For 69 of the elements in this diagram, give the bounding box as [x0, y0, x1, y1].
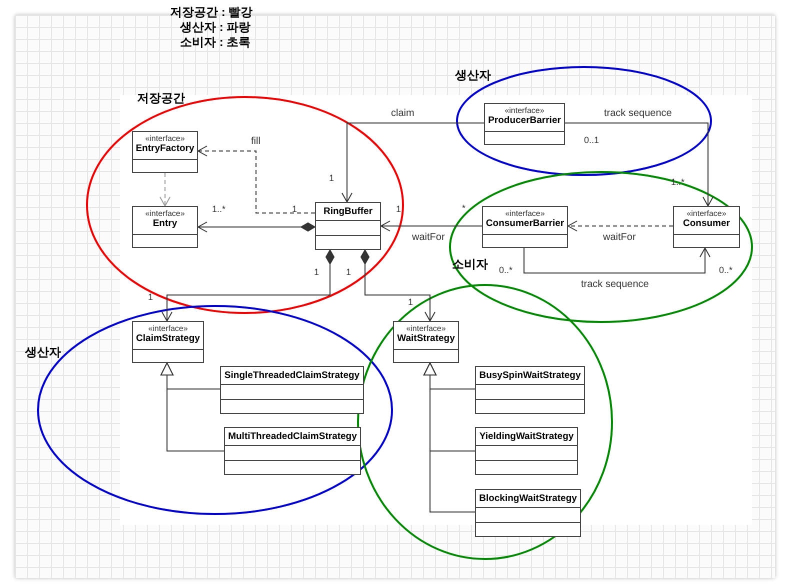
- stereotype-label: «interface»: [147, 324, 189, 333]
- class-name: Consumer: [682, 218, 731, 229]
- class-box: [475, 489, 581, 537]
- class-name: Entry: [152, 218, 178, 229]
- association-arrow: [342, 122, 484, 202]
- stereotype-label: «interface»: [686, 209, 728, 218]
- association-arrow: [524, 248, 710, 274]
- class-name: ProducerBarrier: [487, 115, 562, 126]
- multiplicity-label: 1: [396, 204, 402, 214]
- composition-arrow: [162, 250, 334, 322]
- edge-label: track sequence: [603, 108, 673, 119]
- class-name: BusySpinWaitStrategy: [478, 370, 582, 381]
- class-name: WaitStrategy: [396, 333, 456, 344]
- color-key-text: 저장공간 : 빨강: [170, 5, 253, 19]
- stereotype-label: «interface»: [144, 134, 186, 143]
- class-box: [132, 321, 204, 363]
- class-box: [220, 366, 364, 414]
- stereotype-label: «interface»: [504, 106, 546, 115]
- multiplicity-label: 0..*: [719, 265, 733, 275]
- multiplicity-label: 1: [292, 204, 298, 214]
- composition-arrow: [198, 222, 316, 232]
- class-name: EntryFactory: [134, 143, 196, 154]
- class-box: [132, 131, 198, 173]
- dependency-arrow: [160, 172, 170, 206]
- class-name: RingBuffer: [322, 206, 374, 217]
- class-name: YieldingWaitStrategy: [478, 431, 575, 442]
- group-label: 생산자: [455, 68, 491, 82]
- multiplicity-label: 1: [408, 297, 414, 307]
- association-arrow: [380, 220, 482, 232]
- class-box: [224, 427, 361, 475]
- class-box: [484, 103, 565, 145]
- multiplicity-label: 1..*: [212, 204, 226, 214]
- generalization-arrow: [160, 362, 224, 452]
- edge-label: waitFor: [602, 232, 637, 243]
- color-key-text: 생산자 : 파랑: [180, 20, 251, 34]
- color-key-text: 소비자 : 초록: [180, 35, 251, 49]
- stereotype-label: «interface»: [405, 324, 447, 333]
- group-label: 저장공간: [137, 91, 185, 105]
- multiplicity-label: 1: [346, 267, 352, 277]
- class-name: ConsumerBarrier: [484, 218, 566, 229]
- class-name: SingleThreadedClaimStrategy: [223, 370, 361, 381]
- generalization-arrow: [424, 362, 476, 512]
- class-box: [475, 366, 585, 414]
- edge-label: waitFor: [411, 232, 446, 243]
- group-label: 생산자: [25, 345, 61, 359]
- edge-label: fill: [250, 136, 262, 147]
- stereotype-label: «interface»: [144, 209, 186, 218]
- stereotype-label: «interface»: [504, 209, 546, 218]
- multiplicity-label: 1: [314, 267, 320, 277]
- multiplicity-label: 0..1: [584, 135, 600, 145]
- edge-label: track sequence: [580, 279, 650, 290]
- class-box: [393, 321, 459, 363]
- edge-label: claim: [390, 108, 416, 119]
- class-name: ClaimStrategy: [135, 333, 201, 344]
- multiplicity-label: 0..*: [499, 265, 513, 275]
- class-box: [132, 206, 198, 248]
- association-arrow: [564, 122, 714, 206]
- composition-arrow: [360, 250, 436, 322]
- multiplicity-label: 1: [148, 292, 154, 302]
- class-name: BlockingWaitStrategy: [478, 493, 578, 504]
- dependency-arrow: [198, 146, 316, 214]
- multiplicity-label: *: [462, 203, 466, 213]
- class-box: [475, 427, 578, 475]
- multiplicity-label: 1: [329, 173, 334, 183]
- class-box: [482, 206, 568, 248]
- class-box: [673, 206, 740, 248]
- dependency-arrow: [568, 220, 674, 232]
- class-box: [315, 202, 381, 250]
- class-name: MultiThreadedClaimStrategy: [227, 431, 358, 442]
